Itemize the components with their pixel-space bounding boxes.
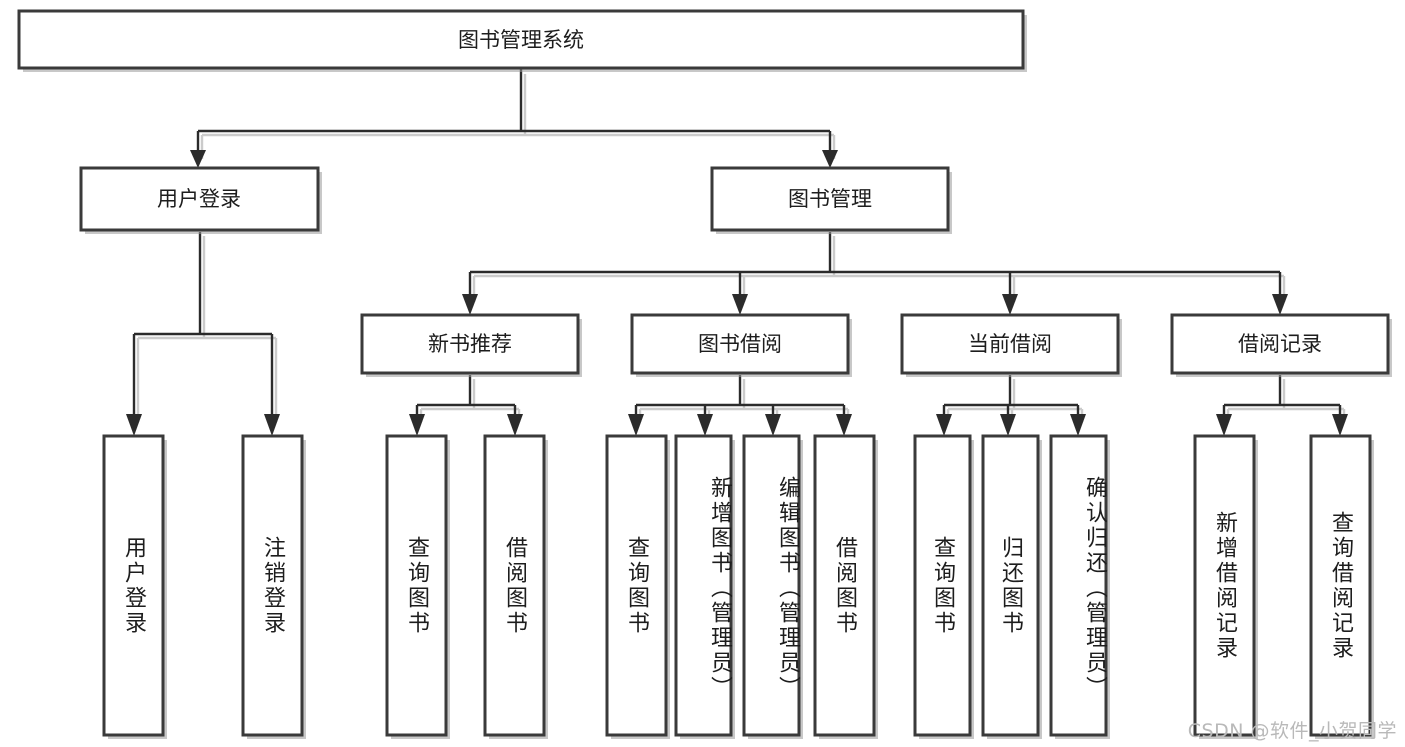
arrow-to-leaf-query-book-3 (936, 414, 952, 436)
new-book-bus-shadow (419, 379, 521, 422)
arrow-to-leaf-query-record (1332, 414, 1348, 436)
leaf-node-edit-book[interactable] (742, 434, 803, 739)
root-bus-shadow (200, 74, 836, 159)
book-borrow-bus (634, 375, 846, 418)
leaf-return-book-box[interactable] (981, 434, 1040, 737)
arrow-to-user-login (190, 150, 206, 168)
arrow-to-leaf-borrow-book-1 (507, 414, 523, 436)
node-book-borrow-label: 图书借阅 (698, 332, 782, 356)
leaf-add-record-box[interactable] (1193, 434, 1256, 737)
leaf-node-add-record[interactable] (1193, 434, 1258, 739)
leaf-add-book-box[interactable] (674, 434, 733, 737)
node-borrow-record-box[interactable] (1170, 313, 1390, 375)
root-bus (196, 68, 832, 155)
node-book-manage-label: 图书管理 (788, 187, 872, 211)
node-book-borrow[interactable]: 图书借阅 (630, 313, 852, 377)
arrow-to-book-borrow (732, 294, 748, 315)
arrow-to-leaf-user-login (126, 414, 142, 436)
arrow-to-new-book-recommend (462, 294, 478, 315)
book-manage-bus (468, 232, 1282, 298)
leaf-logout-box[interactable] (241, 434, 304, 737)
node-new-book-recommend-box[interactable] (360, 313, 580, 375)
new-book-bus (415, 375, 517, 418)
node-book-borrow-box[interactable] (630, 313, 850, 375)
node-current-borrow-label: 当前借阅 (968, 332, 1052, 356)
leaf-node-logout[interactable] (241, 434, 306, 739)
node-book-manage[interactable]: 图书管理 (710, 166, 952, 234)
leaf-user-login-box[interactable] (102, 434, 165, 737)
leaf-query-record-box[interactable] (1309, 434, 1372, 737)
node-user-login[interactable]: 用户登录 (79, 166, 322, 234)
node-root-box[interactable] (17, 9, 1025, 70)
node-current-borrow-box[interactable] (900, 313, 1120, 375)
leaf-node-borrow-book-1[interactable] (483, 434, 548, 739)
user-login-bus (132, 232, 274, 418)
book-borrow-bus-shadow (638, 379, 850, 422)
arrow-to-leaf-add-record (1216, 414, 1232, 436)
node-user-login-label: 用户登录 (157, 187, 241, 211)
borrow-record-bus-shadow (1226, 379, 1346, 422)
leaf-node-confirm-return[interactable] (1049, 434, 1110, 739)
csdn-watermark: CSDN @软件_小贺同学 (1187, 720, 1397, 742)
leaf-query-book-1-box[interactable] (385, 434, 448, 737)
arrow-to-leaf-logout (264, 414, 280, 436)
leaf-node-add-book[interactable] (674, 434, 735, 739)
node-book-manage-box[interactable] (710, 166, 950, 232)
arrow-to-leaf-add-book (697, 414, 713, 436)
borrow-record-bus (1222, 375, 1342, 418)
leaf-node-return-book[interactable] (981, 434, 1042, 739)
leaf-node-query-book-3[interactable] (913, 434, 974, 739)
node-borrow-record-label: 借阅记录 (1238, 332, 1322, 356)
arrow-to-leaf-edit-book (765, 414, 781, 436)
node-user-login-box[interactable] (79, 166, 320, 232)
arrow-to-leaf-return-book (1000, 414, 1016, 436)
leaf-node-query-book-2[interactable] (605, 434, 670, 739)
arrow-to-current-borrow (1002, 294, 1018, 315)
leaf-edit-book-box[interactable] (742, 434, 801, 737)
node-current-borrow[interactable]: 当前借阅 (900, 313, 1122, 377)
leaf-query-book-3-box[interactable] (913, 434, 972, 737)
node-root[interactable]: 图书管理系统 (17, 9, 1027, 72)
node-root-label: 图书管理系统 (458, 28, 584, 52)
leaf-node-borrow-book-2[interactable] (813, 434, 878, 739)
arrow-to-book-manage (822, 150, 838, 168)
leaf-node-user-login[interactable] (102, 434, 167, 739)
leaf-borrow-book-1-box[interactable] (483, 434, 546, 737)
arrow-to-borrow-record (1272, 294, 1288, 315)
leaf-borrow-book-2-box[interactable] (813, 434, 876, 737)
arrow-to-leaf-confirm-return (1070, 414, 1086, 436)
leaf-query-book-2-box[interactable] (605, 434, 668, 737)
arrow-to-leaf-borrow-book-2 (836, 414, 852, 436)
arrow-to-leaf-query-book-2 (628, 414, 644, 436)
node-new-book-recommend[interactable]: 新书推荐 (360, 313, 582, 377)
connector-layer (126, 68, 1348, 436)
leaf-node-query-book-1[interactable] (385, 434, 450, 739)
node-new-book-recommend-label: 新书推荐 (428, 332, 512, 356)
book-manage-bus-shadow (472, 236, 1286, 302)
user-login-bus-shadow (136, 236, 278, 422)
arrow-to-leaf-query-book-1 (409, 414, 425, 436)
leaf-node-query-record[interactable] (1309, 434, 1374, 739)
node-borrow-record[interactable]: 借阅记录 (1170, 313, 1392, 377)
leaf-confirm-return-box[interactable] (1049, 434, 1108, 737)
current-borrow-bus (942, 375, 1080, 418)
